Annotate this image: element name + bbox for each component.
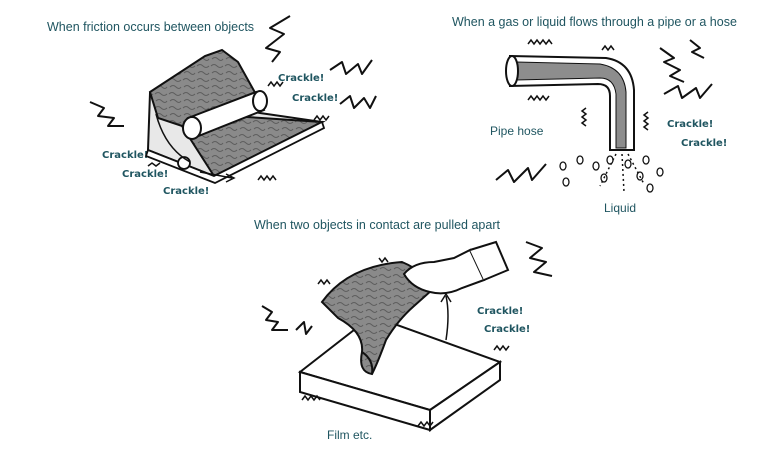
vibration-icon: [580, 107, 588, 127]
crackle-text: Crackle!: [122, 169, 169, 180]
vibration-icon: [642, 111, 650, 131]
vibration-icon: [317, 278, 331, 286]
caption-flow: When a gas or liquid flows through a pip…: [452, 15, 737, 29]
crackle-text: Crackle!: [278, 73, 325, 84]
film-illustration: [297, 240, 510, 432]
vibration-icon: [417, 420, 434, 428]
vibration-icon: [313, 114, 330, 122]
vibration-icon: [527, 94, 550, 102]
vibration-icon: [527, 38, 553, 46]
pipe-illustration: [505, 54, 664, 193]
spark-icon: [525, 241, 553, 277]
friction-illustration: [144, 48, 326, 184]
vibration-icon: [147, 162, 161, 167]
spark-icon: [495, 163, 547, 183]
spark-icon: [663, 83, 713, 99]
crackle-text: Crackle!: [102, 150, 149, 161]
vibration-icon: [267, 80, 284, 88]
label-film: Film etc.: [327, 428, 373, 442]
spark-icon: [689, 39, 705, 59]
crackle-text: Crackle!: [292, 93, 339, 104]
crackle-text: Crackle!: [163, 186, 210, 197]
crackle-text: Crackle!: [484, 324, 531, 335]
vibration-icon: [601, 44, 615, 52]
spark-icon: [89, 101, 124, 127]
label-liquid: Liquid: [604, 201, 637, 215]
caption-friction: When friction occurs between objects: [47, 20, 255, 34]
crackle-text: Crackle!: [667, 119, 714, 130]
crackle-text: Crackle!: [681, 138, 728, 149]
vibration-icon: [378, 256, 389, 264]
spark-icon: [261, 305, 288, 331]
spark-icon: [339, 95, 377, 109]
spark-icon: [659, 47, 685, 83]
spark-icon: [295, 321, 313, 335]
vibration-icon: [301, 394, 321, 402]
spark-icon: [265, 15, 291, 63]
spark-icon: [329, 59, 373, 75]
crackle-text: Crackle!: [477, 306, 524, 317]
vibration-icon: [257, 174, 277, 182]
label-pipe-hose: Pipe hose: [490, 124, 544, 138]
caption-pulled-apart: When two objects in contact are pulled a…: [254, 218, 500, 232]
vibration-icon: [493, 344, 510, 352]
